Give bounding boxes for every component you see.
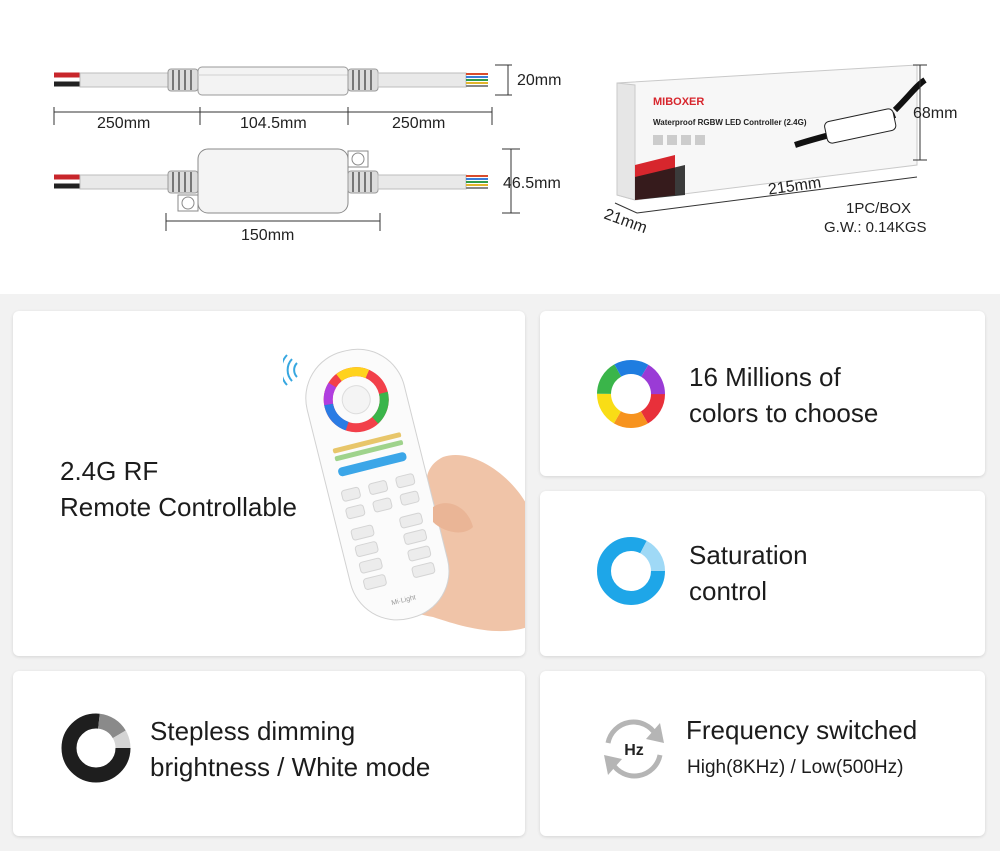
package-qty: 1PC/BOX bbox=[846, 200, 912, 217]
dimming-line2: brightness / White mode bbox=[150, 752, 431, 782]
dim-side-left: 250mm bbox=[97, 115, 151, 132]
remote-illustration: Mi·Light bbox=[283, 348, 525, 632]
dimming-ring-icon bbox=[61, 713, 131, 783]
colors-line1: 16 Millions of bbox=[689, 362, 841, 392]
rgb-color-wheel-icon bbox=[597, 360, 665, 428]
dim-side-height: 20mm bbox=[517, 72, 562, 89]
frequency-card: Hz Frequency switched High(8KHz) / Low(5… bbox=[540, 671, 985, 836]
dim-top-length: 150mm bbox=[241, 227, 295, 244]
box-brand: MIBOXER bbox=[653, 96, 704, 108]
rf-title-line2: Remote Controllable bbox=[60, 492, 298, 522]
dimming-line1: Stepless dimming bbox=[150, 716, 356, 746]
wifi-signal-icon bbox=[283, 354, 298, 386]
colors-card: 16 Millions of colors to choose bbox=[540, 311, 985, 476]
hz-label: Hz bbox=[624, 742, 644, 759]
saturation-card: Saturation control bbox=[540, 491, 985, 656]
frequency-title: Frequency switched bbox=[686, 715, 918, 745]
frequency-cycle-icon: Hz bbox=[604, 719, 664, 779]
saturation-line1: Saturation bbox=[689, 540, 808, 570]
frequency-detail: High(8KHz) / Low(500Hz) bbox=[687, 757, 904, 778]
controller-side-view bbox=[53, 64, 512, 125]
package-box: MIBOXER Waterproof RGBW LED Controller (… bbox=[614, 64, 927, 214]
dim-side-middle: 104.5mm bbox=[240, 115, 307, 132]
dim-top-height: 46.5mm bbox=[503, 175, 561, 192]
box-title: Waterproof RGBW LED Controller (2.4G) bbox=[653, 118, 807, 127]
dim-box-height: 68mm bbox=[913, 105, 958, 122]
dim-side-right: 250mm bbox=[392, 115, 446, 132]
rf-title-line1: 2.4G RF bbox=[60, 456, 159, 486]
package-weight: G.W.: 0.14KGS bbox=[824, 219, 927, 236]
controller-top-view bbox=[54, 148, 520, 231]
saturation-line2: control bbox=[689, 576, 768, 606]
spec-section: 250mm 104.5mm 250mm 20mm 46 bbox=[0, 0, 1000, 294]
rf-remote-card: 2.4G RF Remote Controllable bbox=[13, 311, 525, 656]
saturation-ring-icon bbox=[597, 537, 665, 605]
dimming-card: Stepless dimming brightness / White mode bbox=[13, 671, 525, 836]
colors-line2: colors to choose bbox=[689, 398, 879, 428]
